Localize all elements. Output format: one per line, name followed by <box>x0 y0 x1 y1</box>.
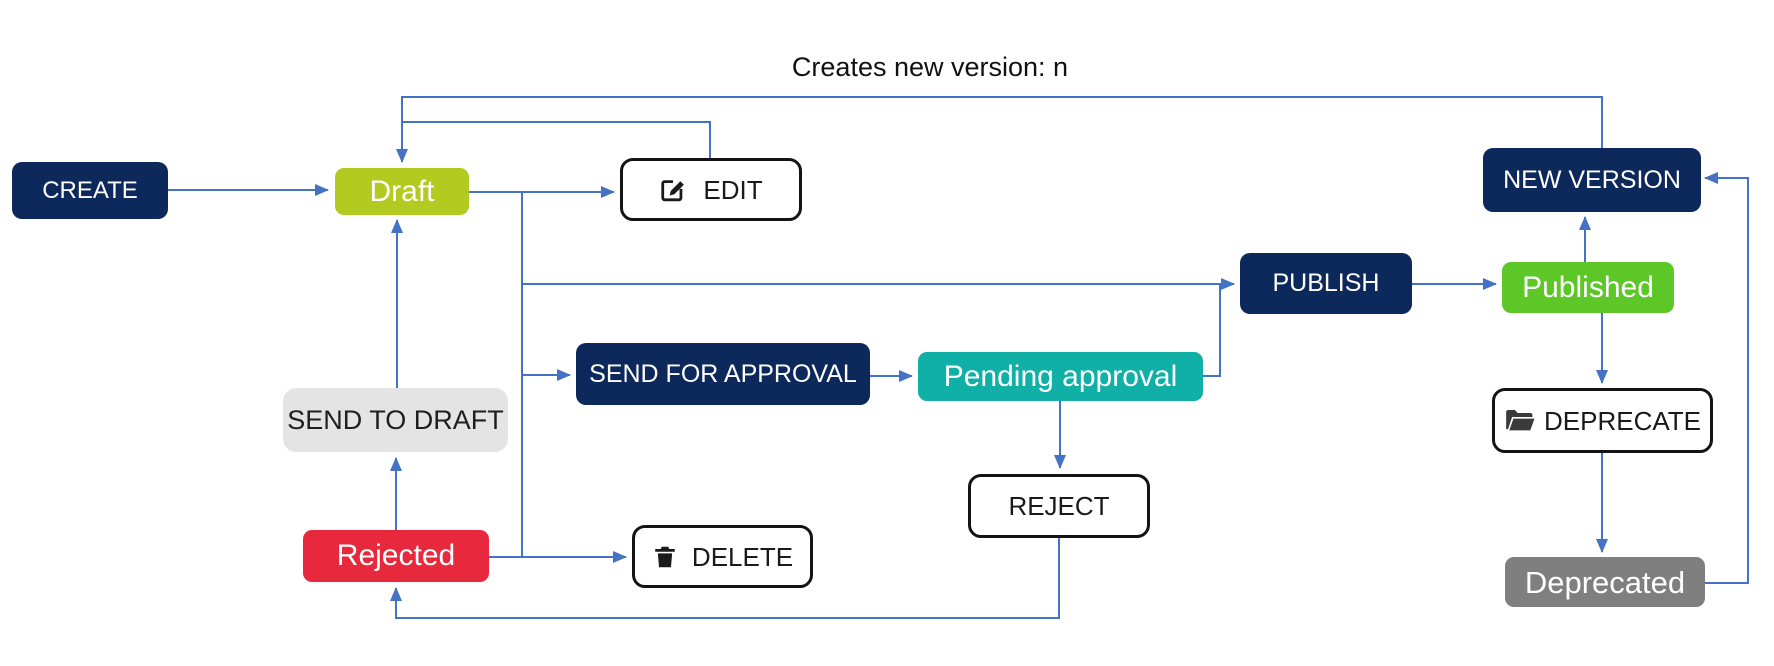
node-deprecate: DEPRECATE <box>1492 388 1713 453</box>
node-draft-label: Draft <box>369 174 435 208</box>
node-published: Published <box>1502 262 1674 313</box>
node-publish: PUBLISH <box>1240 253 1412 314</box>
edit-icon <box>659 176 687 204</box>
node-publish-label: PUBLISH <box>1272 269 1380 297</box>
node-reject-label: REJECT <box>1008 491 1110 521</box>
node-deprecated: Deprecated <box>1505 557 1705 607</box>
node-edit: EDIT <box>620 158 802 221</box>
node-edit-label: EDIT <box>703 174 763 205</box>
node-create: CREATE <box>12 162 168 219</box>
node-delete-label: DELETE <box>691 541 794 572</box>
trash-icon <box>652 544 678 570</box>
node-rejected: Rejected <box>303 530 489 582</box>
node-deprecate-label: DEPRECATE <box>1544 405 1701 436</box>
node-draft: Draft <box>335 168 469 215</box>
node-reject: REJECT <box>968 474 1150 538</box>
folder-open-icon <box>1504 406 1536 435</box>
node-published-label: Published <box>1522 270 1654 304</box>
node-send-to-draft: SEND TO DRAFT <box>283 388 508 452</box>
node-delete: DELETE <box>632 525 813 588</box>
edge-label-creates-new-version: Creates new version: n <box>791 52 1069 82</box>
node-send-for-approval-label: SEND FOR APPROVAL <box>589 359 857 388</box>
node-new-version: NEW VERSION <box>1483 148 1701 212</box>
node-create-label: CREATE <box>42 176 138 204</box>
node-rejected-label: Rejected <box>336 539 456 572</box>
node-new-version-label: NEW VERSION <box>1503 165 1681 194</box>
node-send-for-approval: SEND FOR APPROVAL <box>576 343 870 405</box>
node-pending-approval-label: Pending approval <box>943 359 1178 393</box>
node-deprecated-label: Deprecated <box>1524 564 1686 600</box>
node-send-to-draft-label: SEND TO DRAFT <box>287 404 504 435</box>
node-pending-approval: Pending approval <box>918 352 1203 401</box>
